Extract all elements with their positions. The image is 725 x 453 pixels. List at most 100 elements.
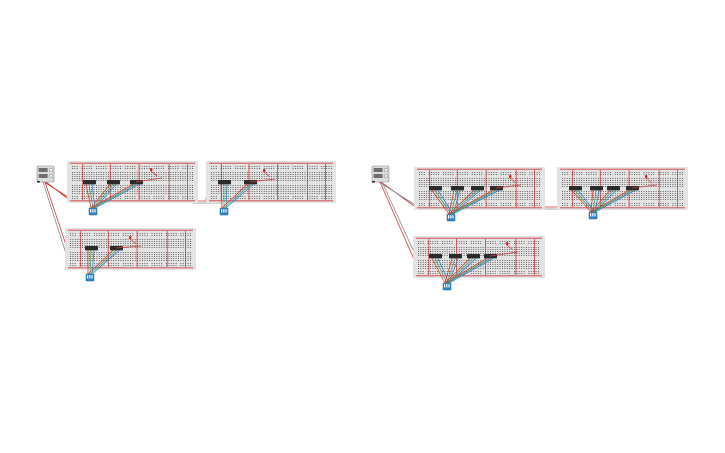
hole	[172, 166, 174, 167]
hole	[653, 199, 655, 200]
hole	[160, 172, 162, 173]
hole	[595, 184, 597, 185]
hole	[256, 193, 258, 194]
hole	[438, 184, 440, 185]
hole	[74, 252, 76, 253]
hole	[467, 182, 468, 183]
hole	[82, 235, 83, 236]
hole	[492, 264, 494, 265]
hole	[457, 182, 459, 183]
hole	[79, 263, 81, 264]
hole	[421, 186, 423, 187]
wire	[437, 190, 454, 215]
hole	[170, 245, 172, 246]
hole	[96, 263, 98, 264]
hole	[117, 198, 119, 199]
hole	[242, 196, 244, 197]
hole	[433, 191, 435, 192]
hole	[458, 247, 460, 248]
hole	[144, 196, 145, 197]
hole	[445, 193, 447, 194]
hole	[149, 247, 151, 248]
hole	[480, 273, 482, 274]
hole	[297, 187, 299, 188]
hole	[175, 245, 177, 246]
hole	[302, 198, 304, 199]
hole	[438, 193, 440, 194]
hole	[481, 184, 483, 185]
hole	[110, 193, 112, 194]
hole	[470, 273, 472, 274]
hole	[165, 178, 167, 179]
hole	[91, 239, 93, 240]
hole	[536, 191, 538, 192]
hole	[491, 182, 492, 183]
hole	[77, 252, 79, 253]
hole	[586, 199, 587, 200]
hole	[419, 172, 420, 173]
hole	[72, 187, 73, 188]
hole	[495, 172, 497, 173]
hole	[79, 174, 81, 175]
hole	[419, 178, 420, 179]
hole	[440, 197, 442, 198]
hole	[524, 199, 526, 200]
hole	[638, 203, 640, 204]
ic-chip-body	[471, 186, 484, 191]
hole	[445, 182, 447, 183]
hole	[290, 191, 292, 192]
hole	[538, 243, 539, 244]
hole	[617, 174, 619, 175]
hole	[495, 197, 497, 198]
hole	[124, 193, 126, 194]
hole	[452, 172, 454, 173]
hole	[531, 195, 533, 196]
hole	[462, 193, 464, 194]
hole	[98, 178, 100, 179]
hole	[168, 193, 169, 194]
hole	[514, 262, 515, 263]
hole	[251, 174, 253, 175]
hole	[304, 180, 306, 181]
hole	[483, 191, 485, 192]
hole	[482, 247, 484, 248]
hole	[146, 245, 148, 246]
hole	[600, 184, 602, 185]
led	[150, 168, 158, 177]
hole	[287, 180, 289, 181]
hole	[655, 180, 657, 181]
hole	[190, 258, 191, 259]
hole	[98, 239, 100, 240]
wire	[489, 251, 519, 257]
hole	[331, 185, 332, 186]
hole	[182, 256, 184, 257]
hole	[564, 191, 566, 192]
hole	[605, 193, 607, 194]
hole	[672, 182, 674, 183]
hole	[225, 166, 227, 167]
hole	[170, 235, 172, 236]
hole	[137, 239, 139, 240]
hole	[268, 185, 270, 186]
hole	[292, 174, 294, 175]
hole	[72, 241, 74, 242]
hole	[610, 197, 611, 198]
hole	[444, 241, 446, 242]
hole	[237, 196, 239, 197]
hole	[180, 189, 181, 190]
hole	[590, 197, 592, 198]
hole	[290, 189, 292, 190]
hole	[76, 198, 78, 199]
hole	[454, 251, 455, 252]
hole	[506, 273, 508, 274]
hole	[538, 268, 539, 269]
hole	[629, 205, 631, 206]
hole	[285, 174, 287, 175]
hole	[134, 176, 136, 177]
hole	[189, 174, 191, 175]
hole	[529, 199, 531, 200]
hole	[479, 193, 480, 194]
hole	[679, 178, 681, 179]
hole	[437, 253, 439, 254]
hole	[278, 176, 280, 177]
